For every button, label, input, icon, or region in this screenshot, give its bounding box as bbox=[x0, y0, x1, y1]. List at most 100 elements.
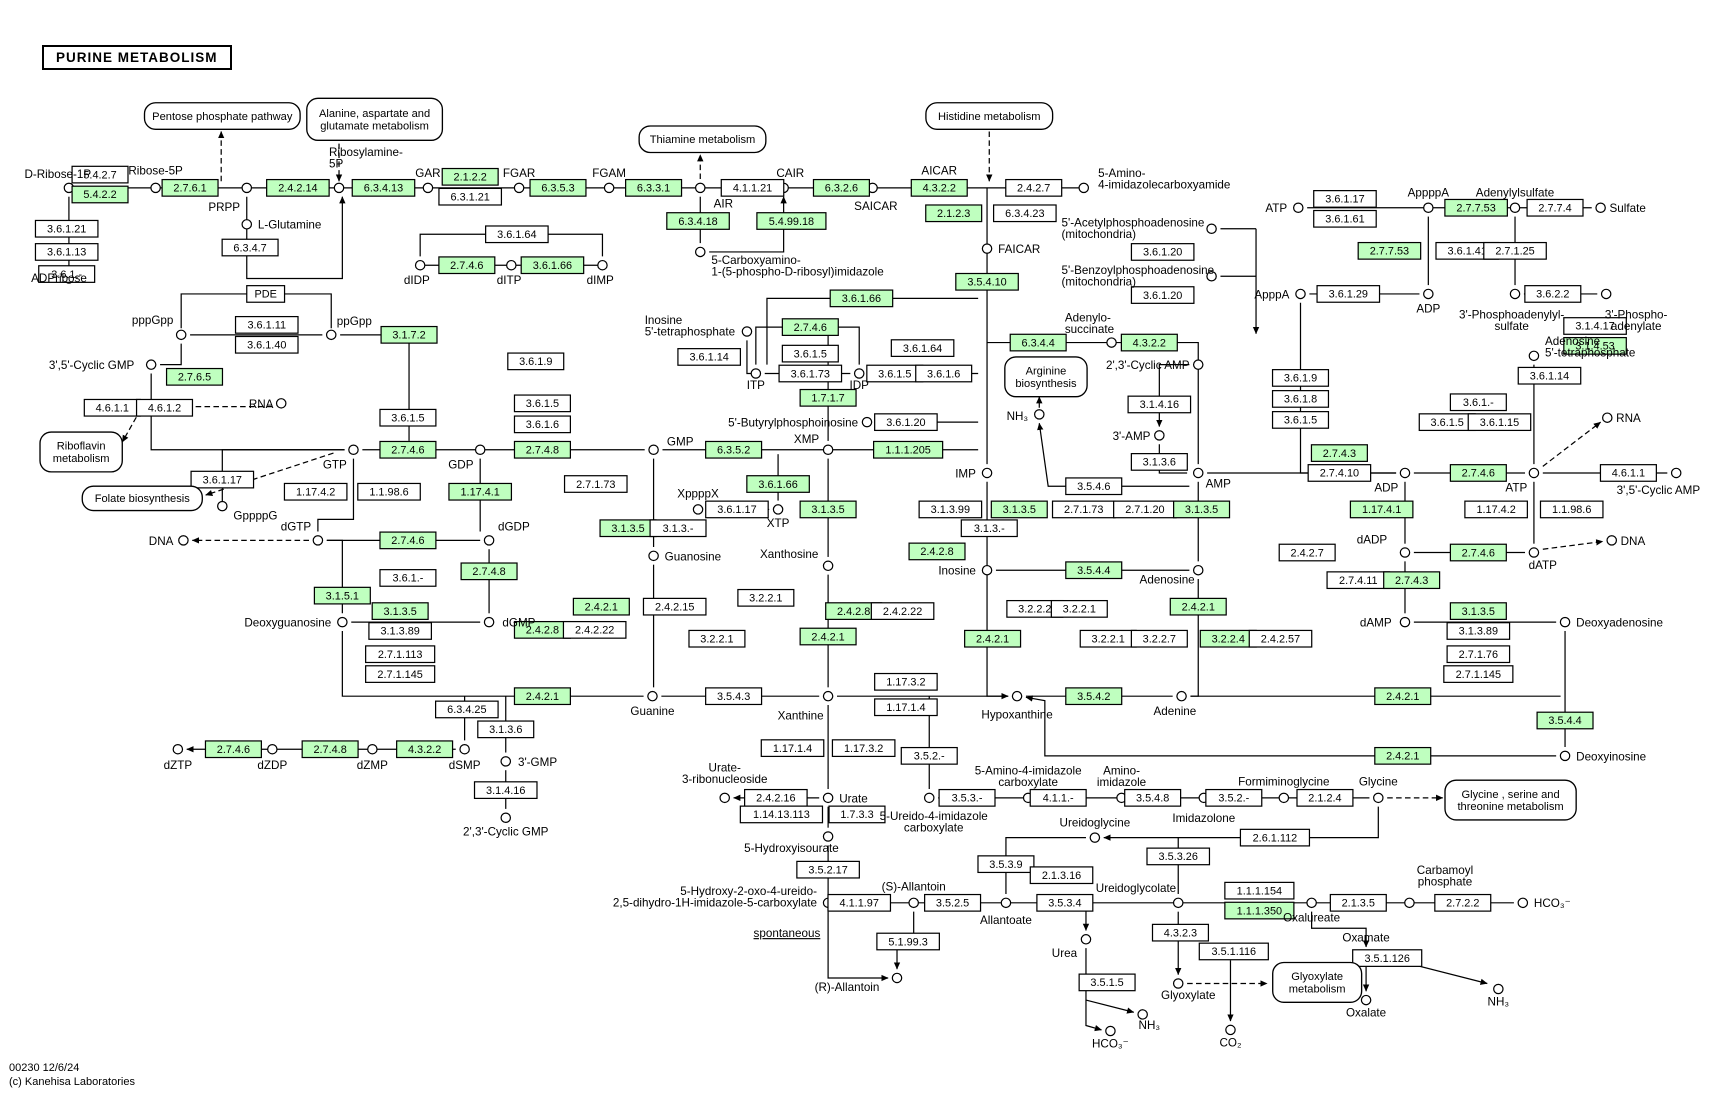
compound-node[interactable] bbox=[1373, 792, 1384, 804]
enzyme-box[interactable] bbox=[781, 318, 839, 336]
enzyme-box[interactable] bbox=[781, 344, 839, 363]
enzyme-box[interactable] bbox=[977, 855, 1035, 874]
compound-node[interactable] bbox=[923, 792, 935, 804]
compound-node[interactable] bbox=[822, 831, 834, 842]
enzyme-box[interactable] bbox=[677, 348, 742, 366]
compound-node[interactable] bbox=[694, 246, 706, 258]
enzyme-box[interactable] bbox=[1449, 464, 1507, 482]
compound-node[interactable] bbox=[500, 756, 512, 767]
compound-node[interactable] bbox=[1034, 409, 1045, 420]
compound-node[interactable] bbox=[333, 182, 345, 194]
compound-node[interactable] bbox=[1206, 223, 1217, 234]
enzyme-box[interactable] bbox=[477, 720, 535, 739]
enzyme-box[interactable] bbox=[1005, 178, 1063, 197]
compound-node[interactable] bbox=[500, 812, 512, 823]
enzyme-box[interactable] bbox=[38, 265, 96, 283]
compound-node[interactable] bbox=[1192, 564, 1204, 576]
enzyme-box[interactable] bbox=[812, 178, 871, 197]
compound-node[interactable] bbox=[1137, 1009, 1148, 1020]
enzyme-box[interactable] bbox=[1224, 901, 1295, 920]
enzyme-box[interactable] bbox=[351, 178, 416, 197]
compound-node[interactable] bbox=[217, 500, 228, 512]
compound-node[interactable] bbox=[172, 743, 184, 755]
pathway-link[interactable] bbox=[1004, 356, 1088, 398]
compound-node[interactable] bbox=[1172, 978, 1184, 989]
enzyme-box[interactable] bbox=[221, 238, 279, 257]
compound-node[interactable] bbox=[1154, 430, 1165, 441]
enzyme-box[interactable] bbox=[448, 482, 513, 501]
compound-node[interactable] bbox=[1517, 897, 1529, 909]
compound-node[interactable] bbox=[1399, 467, 1411, 479]
enzyme-box[interactable] bbox=[666, 212, 730, 230]
enzyme-box[interactable] bbox=[649, 519, 707, 538]
compound-node[interactable] bbox=[178, 535, 189, 546]
enzyme-box[interactable] bbox=[1127, 395, 1192, 414]
compound-node[interactable] bbox=[772, 504, 784, 515]
compound-node[interactable] bbox=[1172, 897, 1184, 909]
enzyme-box[interactable] bbox=[513, 415, 571, 434]
enzyme-box[interactable] bbox=[1374, 746, 1432, 765]
compound-node[interactable] bbox=[648, 550, 659, 562]
compound-node[interactable] bbox=[1399, 616, 1411, 628]
enzyme-box[interactable] bbox=[1036, 893, 1094, 912]
enzyme-box[interactable] bbox=[34, 243, 99, 261]
enzyme-box[interactable] bbox=[572, 597, 630, 616]
enzyme-box[interactable] bbox=[438, 256, 496, 275]
compound-node[interactable] bbox=[741, 326, 753, 337]
enzyme-box[interactable] bbox=[396, 740, 454, 759]
compound-node[interactable] bbox=[1089, 832, 1101, 843]
enzyme-box[interactable] bbox=[1130, 243, 1195, 261]
enzyme-box[interactable] bbox=[1078, 973, 1136, 992]
enzyme-box[interactable] bbox=[379, 531, 437, 550]
enzyme-box[interactable] bbox=[873, 440, 944, 459]
enzyme-box[interactable] bbox=[507, 352, 565, 371]
enzyme-box[interactable] bbox=[1563, 317, 1627, 335]
enzyme-box[interactable] bbox=[876, 932, 940, 951]
enzyme-box[interactable] bbox=[737, 588, 795, 607]
enzyme-box[interactable] bbox=[1224, 881, 1295, 900]
enzyme-box[interactable] bbox=[874, 672, 938, 691]
enzyme-box[interactable] bbox=[1278, 543, 1336, 562]
pathway-link[interactable] bbox=[1444, 779, 1577, 821]
compound-node[interactable] bbox=[822, 444, 834, 456]
enzyme-box[interactable] bbox=[1151, 923, 1210, 942]
compound-node[interactable] bbox=[1528, 350, 1540, 362]
enzyme-box[interactable] bbox=[1383, 571, 1441, 590]
compound-node[interactable] bbox=[1509, 288, 1521, 300]
enzyme-box[interactable] bbox=[756, 212, 827, 230]
enzyme-box[interactable] bbox=[1130, 629, 1188, 648]
enzyme-box[interactable] bbox=[910, 178, 968, 197]
compound-node[interactable] bbox=[1295, 288, 1306, 300]
compound-node[interactable] bbox=[474, 444, 486, 456]
compound-node[interactable] bbox=[312, 535, 324, 546]
enzyme-box[interactable] bbox=[1449, 602, 1507, 620]
enzyme-box[interactable] bbox=[71, 165, 129, 184]
enzyme-box[interactable] bbox=[746, 475, 810, 493]
enzyme-box[interactable] bbox=[529, 178, 587, 197]
compound-node[interactable] bbox=[981, 243, 993, 254]
enzyme-box[interactable] bbox=[829, 289, 894, 308]
compound-node[interactable] bbox=[1278, 792, 1290, 804]
compound-node[interactable] bbox=[750, 368, 762, 379]
compound-node[interactable] bbox=[1206, 271, 1217, 282]
compound-node[interactable] bbox=[1602, 412, 1613, 423]
compound-node[interactable] bbox=[1606, 535, 1618, 546]
enzyme-box[interactable] bbox=[1271, 390, 1330, 408]
compound-node[interactable] bbox=[1078, 182, 1090, 194]
enzyme-box[interactable] bbox=[1517, 366, 1582, 385]
compound-node[interactable] bbox=[422, 182, 434, 194]
enzyme-box[interactable] bbox=[34, 219, 99, 238]
enzyme-box[interactable] bbox=[379, 408, 437, 427]
enzyme-box[interactable] bbox=[955, 272, 1019, 291]
compound-node[interactable] bbox=[1225, 1024, 1236, 1036]
enzyme-box[interactable] bbox=[1446, 645, 1511, 664]
enzyme-box[interactable] bbox=[513, 687, 571, 706]
compound-node[interactable] bbox=[513, 182, 525, 194]
compound-node[interactable] bbox=[719, 792, 731, 804]
enzyme-box[interactable] bbox=[870, 602, 935, 620]
enzyme-box[interactable] bbox=[1130, 286, 1195, 304]
enzyme-box[interactable] bbox=[1526, 198, 1584, 217]
compound-node[interactable] bbox=[1192, 467, 1204, 479]
enzyme-box[interactable] bbox=[190, 470, 255, 489]
enzyme-box[interactable] bbox=[161, 178, 219, 197]
